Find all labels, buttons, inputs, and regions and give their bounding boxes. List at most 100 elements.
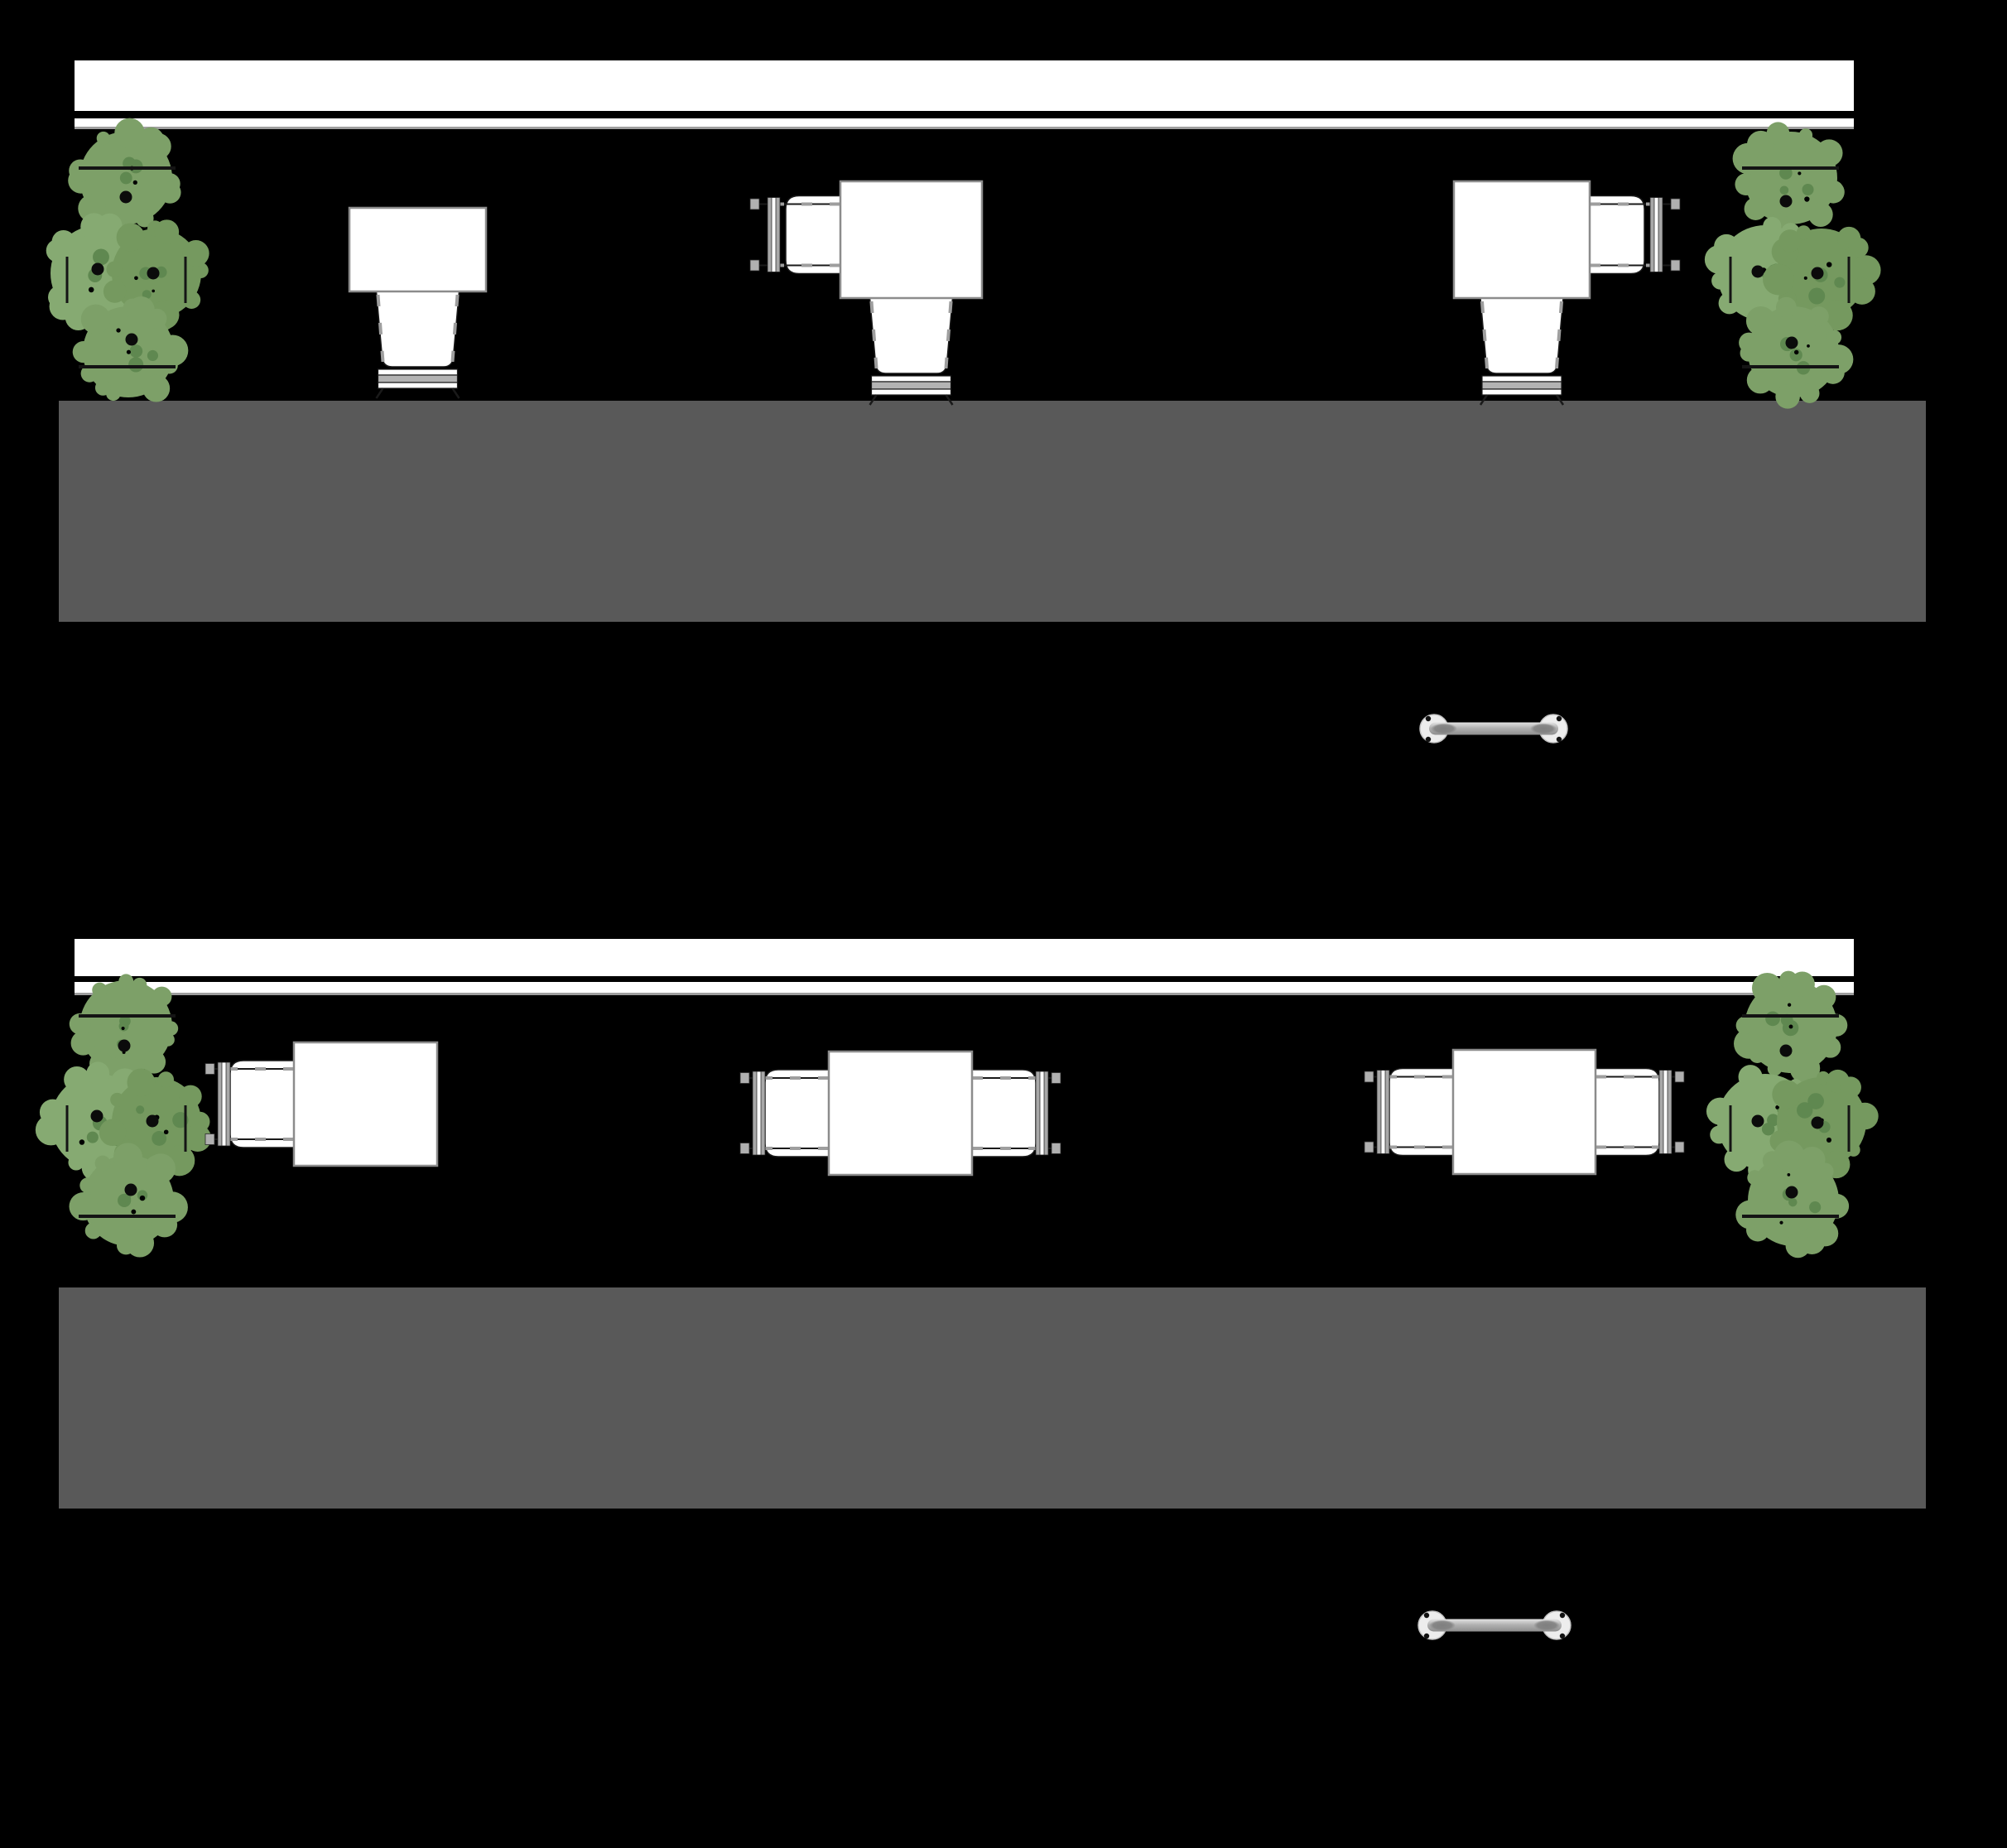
- cafe-chair-left: [739, 1069, 830, 1157]
- cafe-chair-bottom: [1479, 297, 1565, 406]
- chair-backrest-bar: [1481, 381, 1562, 390]
- chair-seat: [1389, 1067, 1454, 1157]
- chair-seat-dash: [869, 301, 878, 369]
- chair-seat: [1589, 195, 1645, 275]
- chair-armrest-cap: [1364, 1141, 1374, 1153]
- chair-armrest-cap: [749, 198, 760, 210]
- curb-line: [75, 982, 1854, 993]
- rack-bar: [1427, 1619, 1562, 1632]
- chair-armrest-cap: [205, 1063, 215, 1075]
- cafe-table: [1451, 1048, 1597, 1176]
- tree-trunk: [124, 1183, 137, 1196]
- chair-seat: [869, 297, 954, 374]
- chair-armrest-cap: [749, 259, 760, 272]
- chair-backrest-bar: [1481, 375, 1562, 383]
- street-tree: [1704, 122, 1881, 409]
- rack-bolt: [1559, 1612, 1566, 1619]
- tree-trunk: [1811, 267, 1824, 280]
- cafe-table-group: [739, 1050, 1061, 1177]
- chair-backrest-bar: [377, 374, 459, 383]
- tree-trunk: [119, 190, 132, 204]
- rack-bar: [1429, 722, 1558, 735]
- cafe-table-group: [749, 180, 984, 406]
- chair-seat: [764, 1069, 830, 1157]
- tree-trunk: [90, 1109, 103, 1123]
- street-tree: [35, 974, 212, 1258]
- chair-armrest-cap: [1051, 1143, 1061, 1154]
- tree-trunk: [91, 262, 104, 276]
- bike-rack: [1417, 1610, 1571, 1640]
- tree-trunk: [1779, 195, 1793, 208]
- curb-line-shadow: [75, 127, 1854, 129]
- chair-foot: [945, 394, 954, 406]
- chair-seat: [1480, 297, 1564, 374]
- tree-canopy: [46, 118, 209, 402]
- rack-socket-shade: [1533, 1619, 1560, 1631]
- chair-foot: [869, 394, 878, 406]
- chair-foot: [375, 387, 384, 399]
- chair-foot: [1479, 394, 1489, 406]
- tree-trunk: [1785, 1186, 1798, 1199]
- rack-bolt: [1559, 1633, 1566, 1639]
- rack-bolt: [1425, 736, 1432, 743]
- building-frontage-band: [75, 939, 1854, 976]
- chair-backrest-bar: [377, 368, 459, 376]
- tree-trunk: [147, 267, 160, 280]
- cafe-table: [839, 180, 984, 300]
- rack-socket-shade: [1431, 723, 1457, 734]
- rack-bolt: [1556, 736, 1562, 743]
- cafe-chair-right: [971, 1069, 1061, 1157]
- bike-rack: [1419, 714, 1568, 744]
- cafe-table-group: [1364, 1048, 1685, 1176]
- chair-armrest-cap: [1051, 1072, 1061, 1084]
- tree-canopy: [1706, 970, 1879, 1258]
- chair-seat-dash: [376, 294, 385, 363]
- tree-trunk: [1785, 336, 1798, 349]
- chair-armrest-cap: [1364, 1071, 1374, 1083]
- tree-trunk: [1811, 1116, 1824, 1129]
- chair-armrest-cap: [205, 1133, 215, 1145]
- curb-line: [75, 118, 1854, 127]
- cafe-table: [348, 206, 488, 293]
- chair-armrest-cap: [1670, 198, 1681, 210]
- chair-seat-dash: [1480, 301, 1489, 369]
- tree-trunk: [125, 333, 138, 346]
- chair-backrest-bar: [870, 381, 952, 390]
- chair-armrest-cap: [1674, 1071, 1685, 1083]
- chair-seat: [971, 1069, 1037, 1157]
- chair-seat: [229, 1060, 295, 1148]
- chair-armrest-cap: [739, 1143, 750, 1154]
- chair-foot: [451, 387, 460, 399]
- tree-trunk: [1751, 1114, 1764, 1128]
- cafe-table-group: [205, 1041, 439, 1167]
- roadway: [59, 401, 1926, 622]
- chair-seat-dash: [1555, 301, 1563, 369]
- tree-trunk: [1779, 1044, 1793, 1057]
- chair-seat-dash: [450, 294, 460, 363]
- chair-backrest-bar: [870, 388, 952, 396]
- cafe-table: [292, 1041, 439, 1167]
- street-tree: [46, 118, 209, 402]
- cafe-chair-right: [1589, 195, 1681, 275]
- rack-socket-shade: [1429, 1619, 1456, 1631]
- building-frontage-band: [75, 60, 1854, 111]
- chair-armrest-cap: [1670, 259, 1681, 272]
- cafe-chair-bottom: [375, 291, 460, 399]
- rack-socket-shade: [1530, 723, 1557, 734]
- rack-bolt: [1556, 715, 1562, 722]
- cafe-table: [1452, 180, 1591, 300]
- layout-option-2: [35, 939, 1926, 1640]
- curb-line-shadow: [75, 993, 1854, 995]
- chair-seat-dash: [944, 301, 953, 369]
- cafe-chair-bottom: [869, 297, 954, 406]
- chair-foot: [1555, 394, 1565, 406]
- chair-seat: [375, 291, 460, 368]
- chair-seat: [785, 195, 841, 275]
- cafe-chair-left: [205, 1060, 295, 1148]
- tree-trunk: [118, 1039, 131, 1052]
- cafe-table-group: [1452, 180, 1681, 406]
- street-tree: [1706, 970, 1879, 1258]
